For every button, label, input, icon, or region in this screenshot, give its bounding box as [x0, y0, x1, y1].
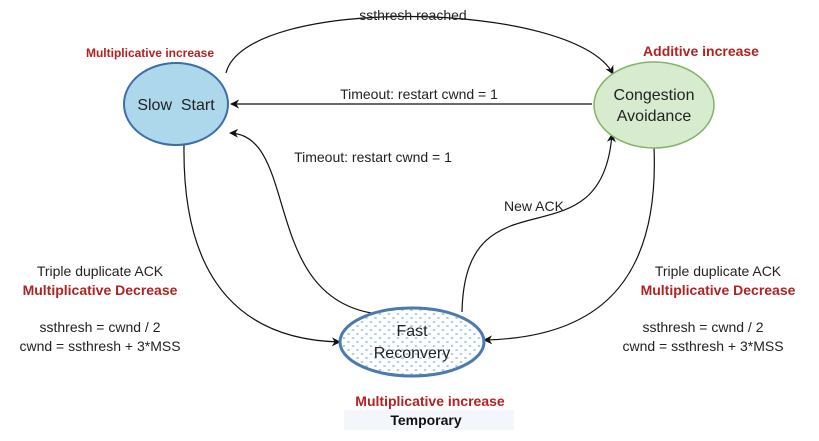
right-cwnd-formula: cwnd = ssthresh + 3*MSS: [622, 338, 783, 354]
fast-recovery-label-line1: Fast: [396, 323, 428, 340]
fast-recovery-note-temporary: Temporary: [390, 412, 462, 428]
congestion-avoidance-label-line1: Congestion: [614, 87, 695, 104]
edge-label-new-ack: New ACK: [504, 198, 565, 214]
left-multiplicative-decrease: Multiplicative Decrease: [23, 282, 178, 298]
edge-congestion-avoidance-to-fast-recovery: [483, 146, 655, 345]
right-transition-notes: Triple duplicate ACK Multiplicative Decr…: [622, 263, 795, 354]
fast-recovery-note: Multiplicative increase: [355, 393, 505, 409]
right-triple-dup-ack: Triple duplicate ACK: [655, 263, 782, 279]
left-triple-dup-ack: Triple duplicate ACK: [37, 263, 164, 279]
congestion-avoidance-note: Additive increase: [643, 43, 759, 59]
fast-recovery-label-line2: Reconvery: [374, 345, 450, 362]
fast-recovery-note-background: [344, 410, 514, 430]
edge-label-fr-timeout: Timeout: restart cwnd = 1: [294, 149, 452, 165]
edge-fast-recovery-to-congestion-avoidance: [461, 133, 616, 313]
right-multiplicative-decrease: Multiplicative Decrease: [641, 282, 796, 298]
congestion-avoidance-node: [593, 61, 715, 149]
edge-label-ssthresh-reached: ssthresh reached: [359, 7, 466, 23]
congestion-avoidance-label-line2: Avoidance: [617, 108, 692, 125]
left-ssthresh-formula: ssthresh = cwnd / 2: [39, 319, 160, 335]
edge-slow-start-to-congestion-avoidance: [225, 15, 614, 75]
edge-slow-start-to-fast-recovery: [183, 144, 341, 347]
right-ssthresh-formula: ssthresh = cwnd / 2: [642, 319, 763, 335]
left-cwnd-formula: cwnd = ssthresh + 3*MSS: [19, 338, 180, 354]
left-transition-notes: Triple duplicate ACK Multiplicative Decr…: [19, 263, 180, 354]
slow-start-note: Multiplicative increase: [86, 46, 214, 60]
edge-fast-recovery-to-slow-start: [229, 128, 379, 315]
slow-start-node: [123, 62, 229, 146]
edge-label-ca-timeout: Timeout: restart cwnd = 1: [340, 86, 498, 102]
fast-recovery-node: [338, 306, 486, 378]
slow-start-label: Slow Start: [137, 97, 215, 114]
